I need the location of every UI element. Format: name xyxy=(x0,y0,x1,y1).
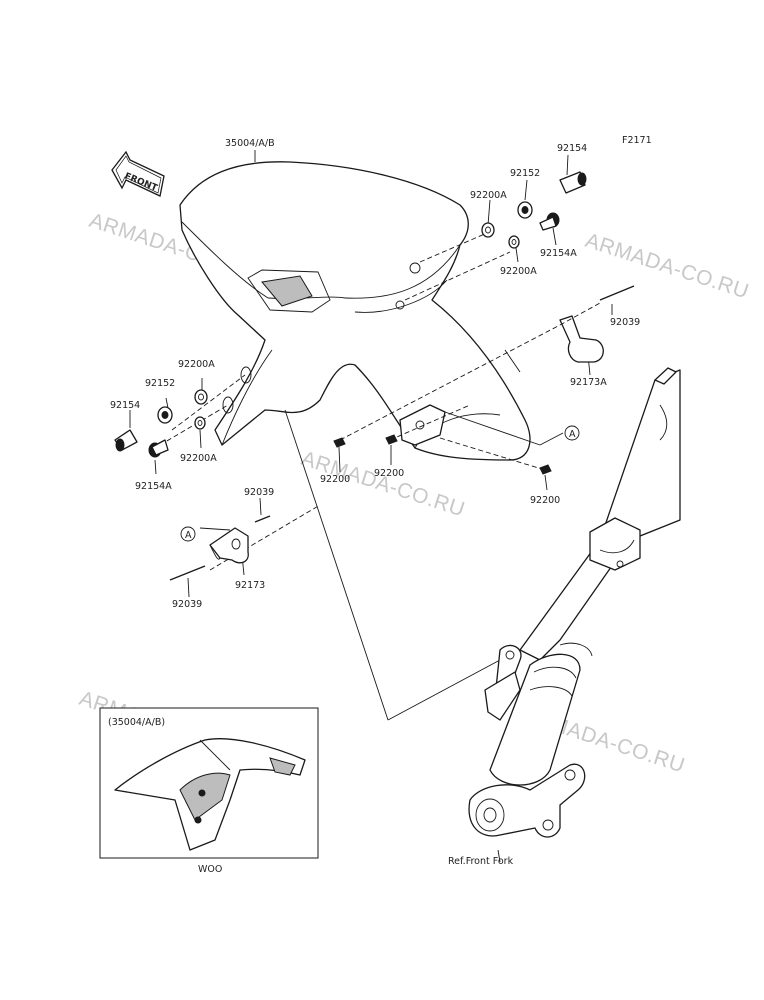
label-washer-left-bottom: 92200A xyxy=(180,453,217,464)
label-bolt-top: 92154 xyxy=(557,143,587,154)
hardware-top xyxy=(481,171,587,249)
label-nut-right: 92200 xyxy=(530,495,560,506)
front-arrow: FRONT xyxy=(111,150,165,197)
inset-caption: WOO xyxy=(198,864,222,875)
label-bracket-left: 92173 xyxy=(235,580,265,591)
label-pin-right: 92039 xyxy=(610,317,640,328)
label-nut-left: 92200 xyxy=(320,474,350,485)
ref-callout-right: A xyxy=(569,429,576,440)
label-washer-a-top: 92200A xyxy=(500,266,537,277)
watermark-2: ARMADA-CO.RU xyxy=(582,229,751,304)
label-pin-left-top: 92039 xyxy=(244,487,274,498)
label-fender: 35004/A/B xyxy=(225,138,275,149)
label-bolt-a-left: 92154A xyxy=(135,481,172,492)
callout-circle-right xyxy=(564,425,580,441)
ref-callouts: A A xyxy=(180,425,580,542)
inset-title: (35004/A/B) xyxy=(108,717,165,728)
label-ref-front-fork: Ref.Front Fork xyxy=(448,856,514,867)
label-bracket-right: 92173A xyxy=(570,377,607,388)
bracket-right xyxy=(504,285,635,373)
nuts xyxy=(333,434,552,475)
label-washer-left-top: 92200A xyxy=(178,359,215,370)
label-nut-center: 92200 xyxy=(374,468,404,479)
bracket-left xyxy=(169,515,271,581)
leader-lines xyxy=(129,150,613,863)
inset-panel: (35004/A/B) WOO xyxy=(99,707,319,875)
inset-fender xyxy=(114,738,306,851)
part-labels: F2171 35004/A/B 92154 92152 92200A 92154… xyxy=(110,135,652,867)
label-bolt-a-top: 92154A xyxy=(540,248,577,259)
label-pin-left-bottom: 92039 xyxy=(172,599,202,610)
hardware-left xyxy=(114,389,208,458)
diagram-code: F2171 xyxy=(622,135,652,146)
label-collar-left: 92152 xyxy=(145,378,175,389)
label-washer-top: 92200A xyxy=(470,190,507,201)
front-fork xyxy=(468,367,681,838)
callout-circle-left xyxy=(180,526,196,542)
ref-callout-left: A xyxy=(185,530,192,541)
front-fender xyxy=(179,161,531,461)
label-bolt-left: 92154 xyxy=(110,400,140,411)
label-collar-top: 92152 xyxy=(510,168,540,179)
